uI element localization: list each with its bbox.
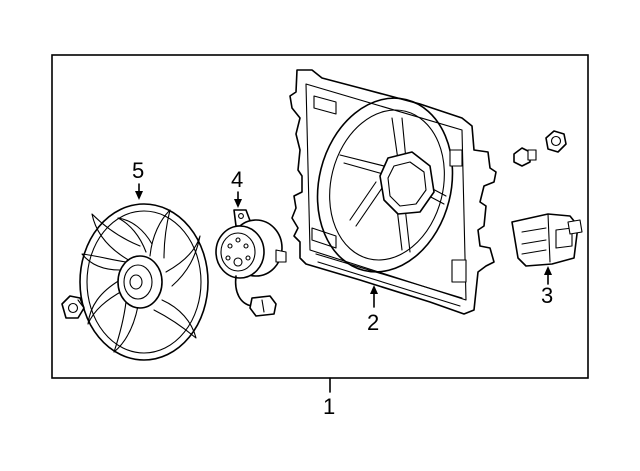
fan-relay xyxy=(511,213,583,267)
fan-nut xyxy=(61,295,85,319)
callout-4: 4 xyxy=(231,167,243,208)
callout-4-label: 4 xyxy=(231,167,243,192)
callout-3-label: 3 xyxy=(541,283,553,308)
callout-3: 3 xyxy=(541,266,553,308)
callout-5: 5 xyxy=(132,158,144,200)
callout-2: 2 xyxy=(367,285,379,335)
mounting-bolt xyxy=(513,147,537,167)
callout-2-label: 2 xyxy=(367,310,379,335)
fan-motor xyxy=(215,209,287,317)
callout-1: 1 xyxy=(323,377,335,419)
callout-1-label: 1 xyxy=(323,394,335,419)
mounting-nut xyxy=(545,130,567,153)
fan-shroud xyxy=(289,69,497,315)
callout-5-label: 5 xyxy=(132,158,144,183)
fan-blade xyxy=(79,203,209,361)
